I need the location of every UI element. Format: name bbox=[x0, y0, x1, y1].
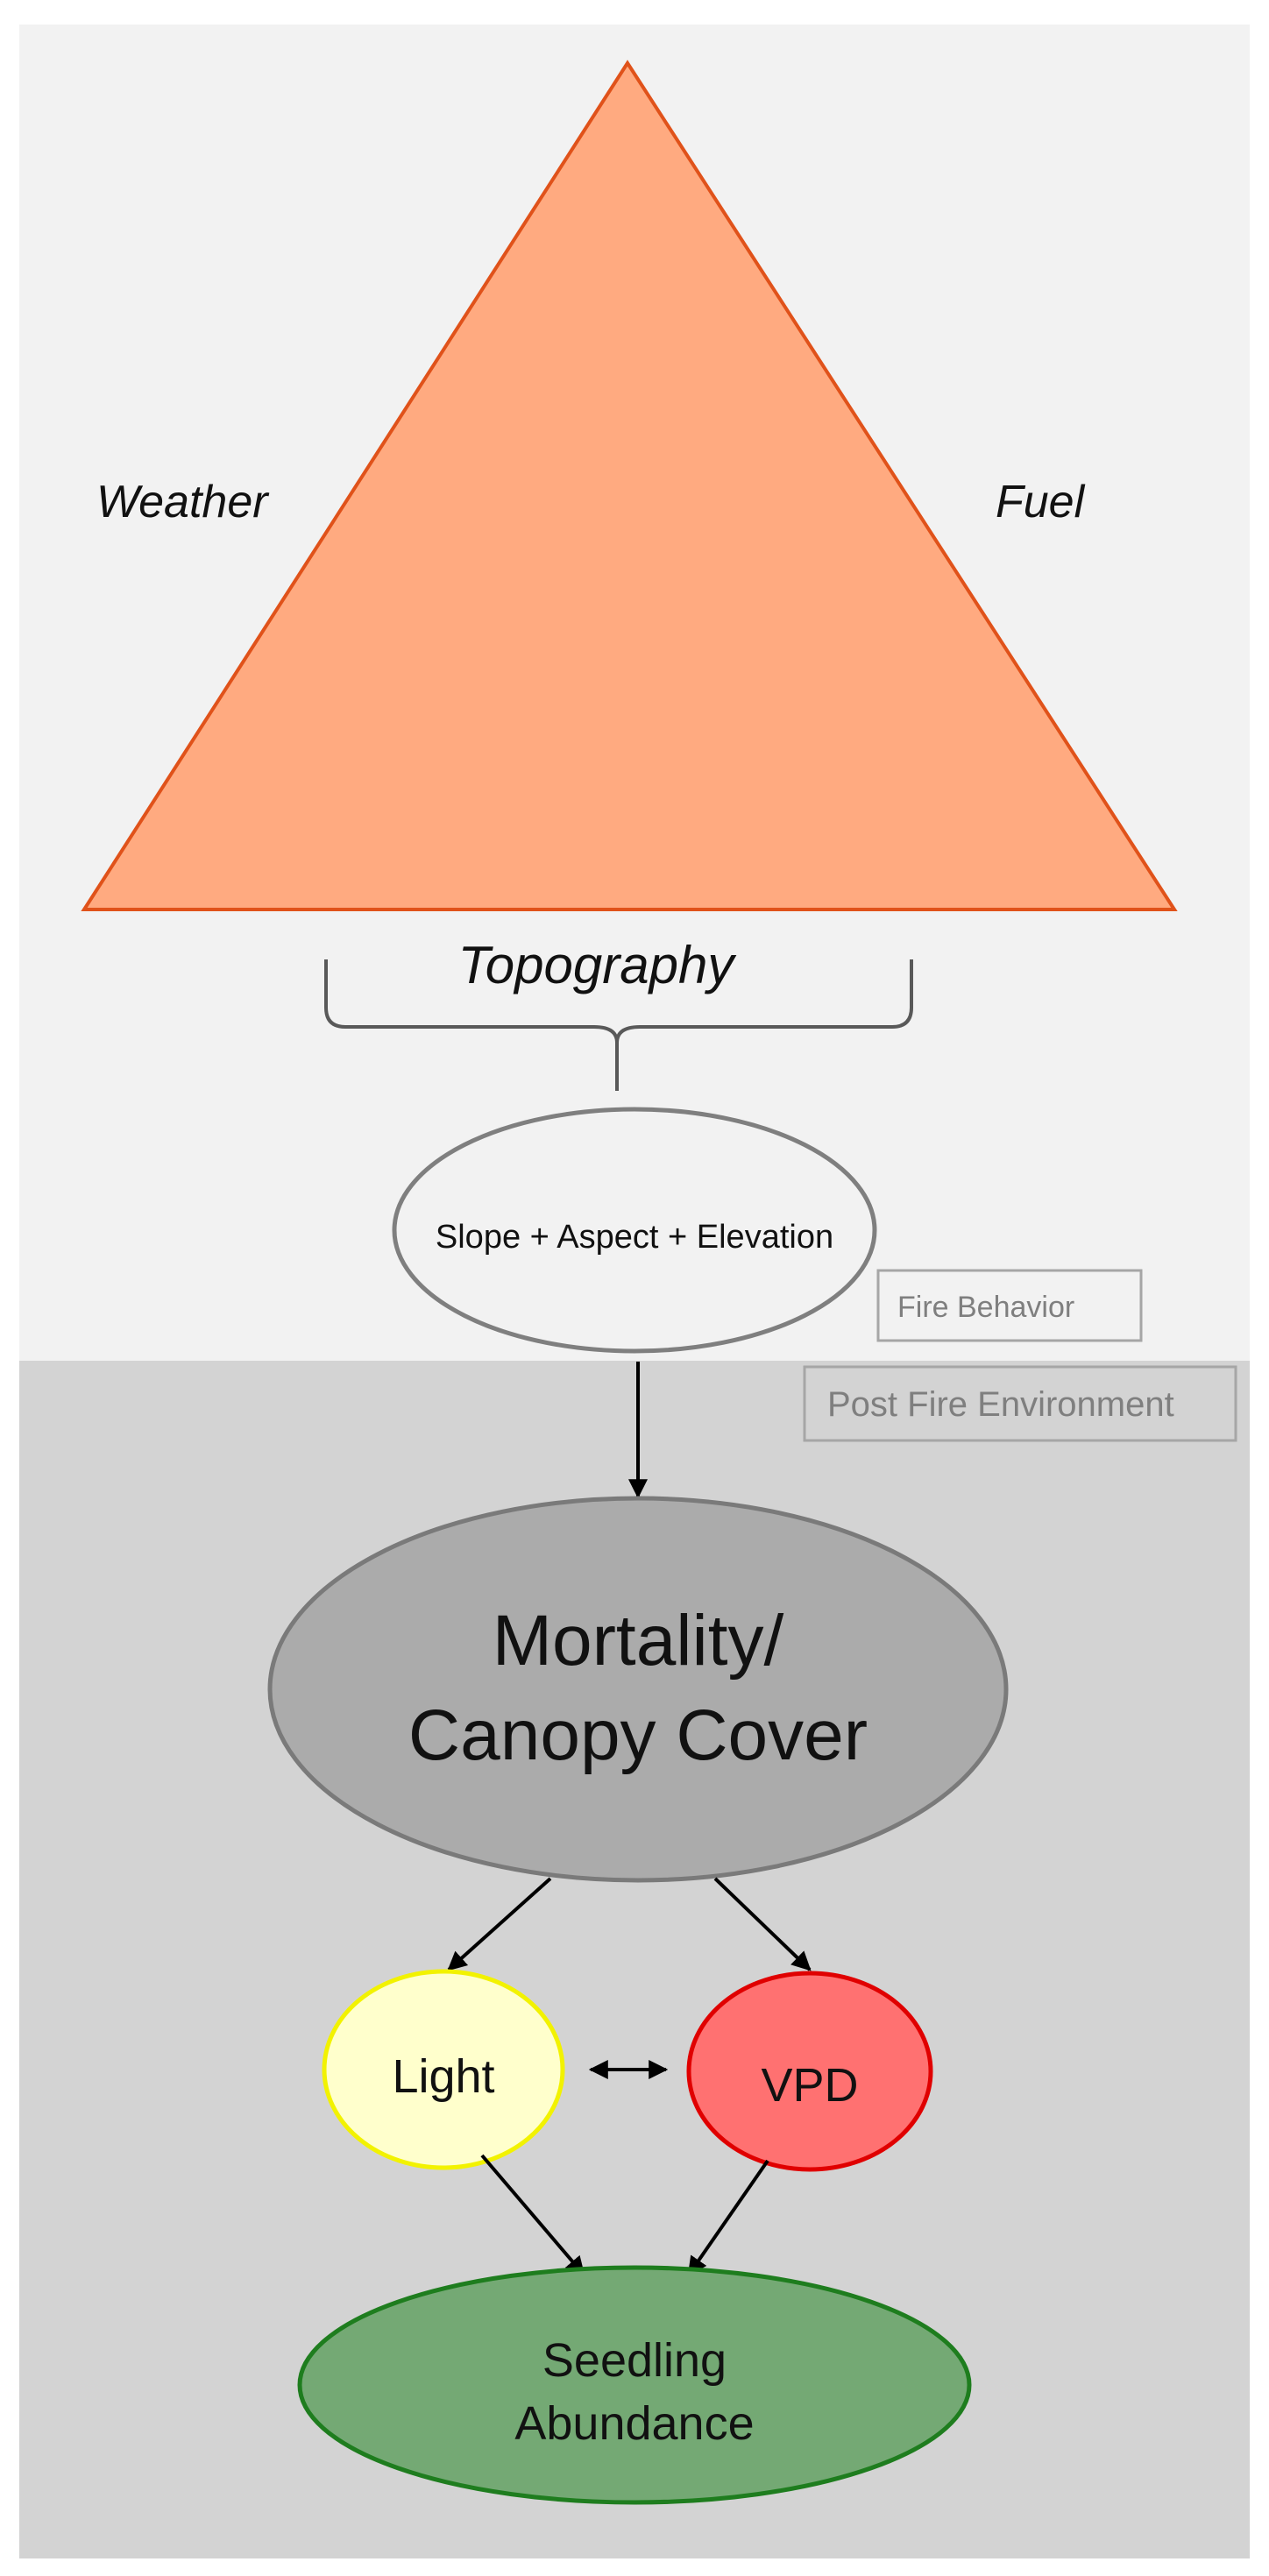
seedling-node bbox=[297, 2265, 972, 2505]
seedling-label-line2: Abundance bbox=[514, 2397, 754, 2450]
fuel-label: Fuel bbox=[996, 477, 1086, 527]
arrow-light-to-seedling bbox=[480, 2154, 585, 2276]
terrain-node bbox=[392, 1107, 877, 1354]
post-fire-label: Post Fire Environment bbox=[827, 1385, 1174, 1424]
fire-behavior-label: Fire Behavior bbox=[897, 1291, 1074, 1324]
vpd-label: VPD bbox=[761, 2059, 858, 2112]
mortality-label-line2: Canopy Cover bbox=[408, 1695, 868, 1775]
mortality-label-line1: Mortality/ bbox=[493, 1601, 784, 1681]
topography-brace bbox=[324, 959, 913, 1091]
vpd-node bbox=[686, 1971, 933, 2172]
mortality-node bbox=[267, 1496, 1009, 1883]
arrow-mortality-to-light bbox=[447, 1877, 552, 1971]
weather-label: Weather bbox=[96, 477, 270, 527]
light-label: Light bbox=[392, 2050, 494, 2103]
post-fire-label-box bbox=[803, 1365, 1237, 1442]
topography-label: Topography bbox=[458, 936, 738, 994]
arrow-mortality-to-vpd bbox=[713, 1877, 812, 1971]
light-node bbox=[322, 1969, 565, 2170]
arrow-vpd-to-seedling bbox=[687, 2159, 769, 2276]
fire-triangle bbox=[81, 60, 1178, 911]
fire-behavior-label-box bbox=[876, 1269, 1143, 1342]
seedling-label-line1: Seedling bbox=[542, 2334, 727, 2387]
terrain-label: Slope + Aspect + Elevation bbox=[436, 1219, 833, 1256]
